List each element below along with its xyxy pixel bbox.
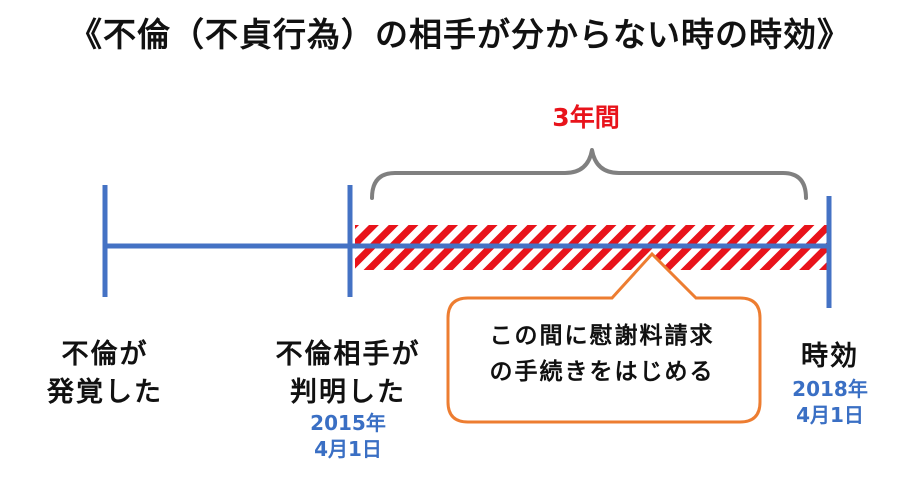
event-expiry-date: 2018年 4月1日 [770,376,890,428]
event-identified-label: 不倫相手が 判明した [258,336,438,412]
callout-line-1: この間に慰謝料請求 [489,323,715,349]
event-identified-line-1: 不倫相手が [275,339,421,370]
event-identified-date-day: 4月1日 [314,437,382,461]
event-identified-date-year: 2015年 [310,411,386,435]
callout-bubble [446,251,762,424]
event-identified-date: 2015年 4月1日 [288,410,408,462]
callout-line-2: の手続きをはじめる [489,359,715,385]
event-discovery-line-1: 不倫が [61,339,149,370]
event-expiry-label: 時効 [775,338,885,376]
event-identified-line-2: 判明した [290,377,406,408]
duration-label: 3年間 [552,103,620,132]
event-expiry-line-1: 時効 [801,341,859,372]
event-discovery-label: 不倫が 発覚した [40,336,170,412]
event-expiry-date-day: 4月1日 [796,403,864,427]
event-expiry-date-year: 2018年 [792,377,868,401]
event-discovery-line-2: 発覚した [47,377,163,408]
callout-text: この間に慰謝料請求 の手続きをはじめる [454,318,750,390]
page-title: 《不倫（不貞行為）の相手が分からない時の時効》 [69,15,851,54]
period-bracket [370,148,808,200]
